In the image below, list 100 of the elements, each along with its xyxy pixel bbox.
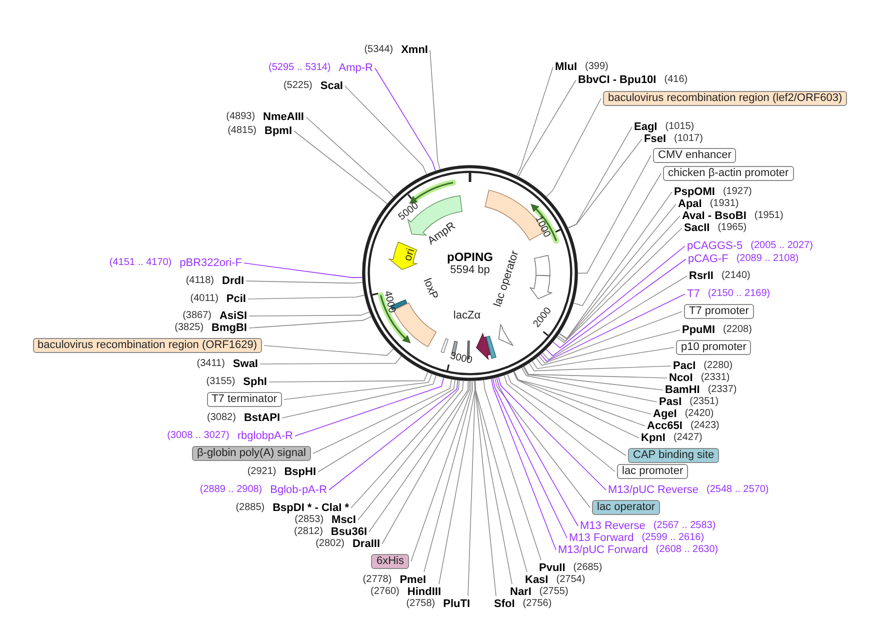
cut-position: (1015) bbox=[665, 122, 694, 132]
leader-line bbox=[368, 380, 469, 532]
feature-label: baculovirus recombination region (ORF1629) bbox=[32, 338, 262, 353]
leader-line bbox=[546, 258, 686, 356]
leader-line bbox=[552, 246, 686, 348]
cut-position: (2760) bbox=[370, 587, 400, 597]
enzyme-name: KasI bbox=[525, 574, 548, 586]
leader-line bbox=[246, 280, 363, 284]
cut-position: (2853) bbox=[294, 515, 324, 525]
feature-label: 6xHis bbox=[371, 554, 409, 569]
enzyme-name: BamHI bbox=[665, 384, 700, 396]
enzyme-name: HindIII bbox=[407, 586, 441, 598]
cut-position: (4815) bbox=[228, 126, 256, 136]
primer-range: (3008 .. 3027) bbox=[167, 431, 230, 441]
leader-line bbox=[542, 276, 688, 360]
feature-label: CAP binding site bbox=[628, 448, 720, 463]
enzyme-name: BpmI bbox=[264, 126, 292, 136]
cut-position: (4011) bbox=[190, 294, 218, 304]
enzyme-name: DrdI bbox=[222, 276, 244, 286]
leader-line bbox=[496, 377, 578, 526]
leader-line bbox=[498, 376, 606, 490]
leader-line bbox=[483, 380, 542, 560]
cut-position: (2802) bbox=[316, 539, 344, 549]
leader-line bbox=[516, 66, 554, 176]
primer-name: M13/pUC Reverse bbox=[608, 484, 698, 496]
leader-line bbox=[306, 116, 394, 198]
enzyme-name: RsrII bbox=[689, 270, 714, 282]
leader-line bbox=[374, 68, 436, 172]
feature-label: lac operator bbox=[592, 500, 660, 515]
leader-line bbox=[568, 138, 642, 228]
plasmid-size: 5594 bp bbox=[450, 264, 490, 277]
leader-line bbox=[318, 380, 456, 472]
cut-position: (1927) bbox=[722, 187, 752, 197]
leader-line bbox=[528, 362, 672, 372]
cut-position: (1931) bbox=[710, 199, 739, 209]
enzyme-name: BspHI bbox=[284, 466, 316, 478]
leader-line bbox=[248, 294, 365, 300]
cut-position: (2921) bbox=[247, 467, 276, 477]
cut-position: (1951) bbox=[754, 211, 784, 221]
feature-name: loxP bbox=[420, 277, 440, 301]
primer-range: (2599 .. 2616) bbox=[642, 533, 704, 543]
cut-position: (4893) bbox=[226, 112, 256, 122]
leader-line bbox=[546, 98, 602, 198]
scale-number: 1000 bbox=[533, 214, 552, 239]
leader-line bbox=[264, 345, 394, 356]
cut-position: (416) bbox=[664, 75, 688, 85]
enzyme-name: MscI bbox=[332, 514, 356, 526]
feature-name: ori bbox=[402, 247, 418, 263]
feature-label: β-globin poly(A) signal bbox=[192, 446, 311, 461]
enzyme-name: BbvCI - Bpu10I bbox=[578, 74, 656, 86]
enzyme-name: SfoI bbox=[494, 598, 515, 610]
enzyme-name: PvuII bbox=[539, 562, 566, 574]
cut-position: (2812) bbox=[294, 527, 323, 537]
leader-line bbox=[294, 130, 388, 204]
leader-line bbox=[536, 330, 680, 366]
leader-line bbox=[244, 262, 362, 278]
cut-position: (2758) bbox=[406, 599, 436, 609]
enzyme-name: MluI bbox=[555, 62, 577, 72]
enzyme-name: FseI bbox=[644, 134, 666, 144]
enzyme-name: PspOMI bbox=[674, 186, 715, 198]
cut-position: (1017) bbox=[674, 134, 703, 144]
leader-line bbox=[358, 380, 464, 520]
leader-line bbox=[492, 378, 568, 538]
leader-line bbox=[312, 379, 452, 454]
primer-range: (2608 .. 2630) bbox=[656, 545, 718, 555]
cut-position: (3825) bbox=[174, 323, 204, 333]
cut-position: (3155) bbox=[206, 377, 236, 387]
enzyme-name: AgeI bbox=[653, 408, 677, 420]
leader-line bbox=[514, 371, 646, 426]
cut-position: (2685) bbox=[573, 563, 602, 573]
primer-name: M13 Forward bbox=[569, 532, 634, 544]
enzyme-name: AsiSI bbox=[219, 310, 247, 322]
leader-line bbox=[328, 380, 458, 490]
cut-position: (2755) bbox=[539, 587, 568, 597]
feature-label: baculovirus recombination region (lef2/ORF603) bbox=[603, 91, 848, 106]
cut-position: (3082) bbox=[207, 413, 236, 423]
feature-label: CMV enhancer bbox=[653, 148, 736, 163]
primer-name: pCAG-F bbox=[688, 254, 728, 264]
leader-line bbox=[522, 367, 658, 402]
enzyme-name: BmgBI bbox=[212, 322, 247, 334]
leader-line bbox=[424, 380, 473, 572]
primer-range: (2150 .. 2169) bbox=[708, 289, 770, 299]
cut-position: (2778) bbox=[362, 575, 392, 585]
cut-position: (2754) bbox=[556, 575, 586, 585]
feature-label: lac promoter bbox=[617, 464, 688, 479]
enzyme-name: DraIII bbox=[352, 538, 380, 550]
cut-position: (4118) bbox=[186, 276, 214, 286]
enzyme-name: Acc65I bbox=[647, 420, 682, 432]
enzyme-name: SacII bbox=[684, 222, 710, 234]
primer-name: pCAGGS-5 bbox=[687, 240, 743, 252]
scale-number: 3000 bbox=[448, 351, 473, 366]
leader-line bbox=[513, 371, 640, 438]
cut-position: (2885) bbox=[236, 503, 265, 513]
leader-line bbox=[382, 380, 470, 544]
leader-line bbox=[294, 377, 444, 436]
plasmid-name: pOPING bbox=[446, 250, 493, 264]
enzyme-name: XmnI bbox=[401, 44, 428, 56]
cut-position: (2280) bbox=[704, 361, 733, 371]
enzyme-name: KpnI bbox=[641, 432, 666, 444]
enzyme-name: ScaI bbox=[320, 80, 343, 92]
